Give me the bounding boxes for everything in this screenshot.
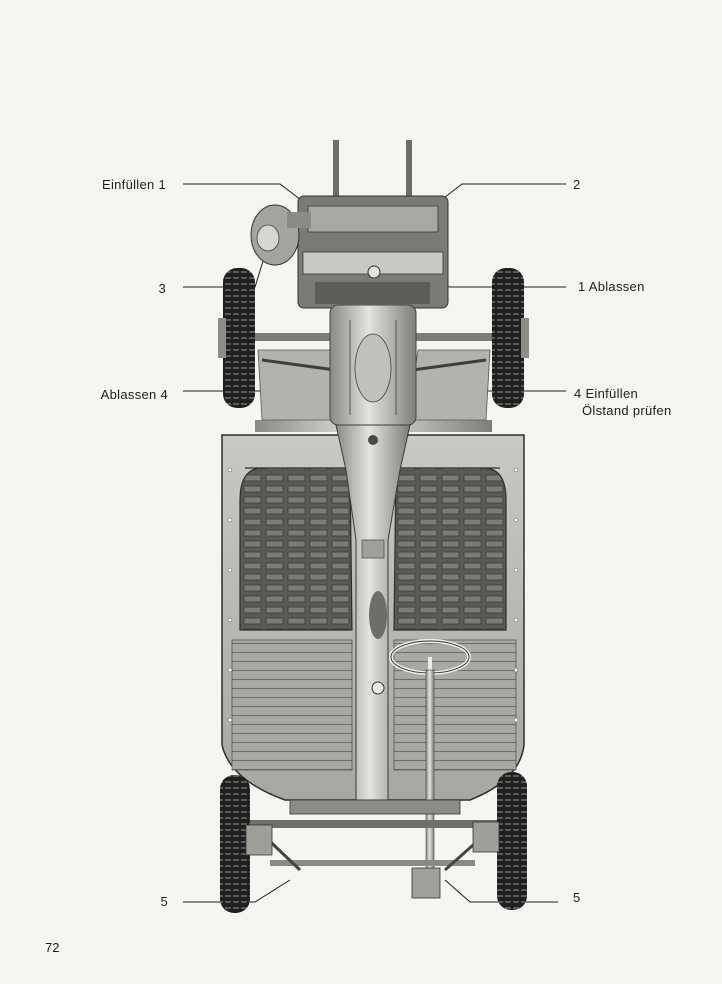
rear-left-wheel: [218, 268, 255, 408]
front-axle: [248, 799, 498, 899]
label-drain-4: Ablassen 4: [100, 387, 168, 402]
front-left-wheel: [220, 775, 273, 913]
page-number: 72: [45, 940, 60, 955]
transmission: [329, 304, 417, 426]
engine: [250, 195, 449, 309]
front-right-wheel: [472, 772, 527, 910]
floor-pan: [221, 424, 525, 801]
label-fill-1: Einfüllen 1: [101, 177, 166, 192]
label-2: 2: [573, 177, 581, 192]
label-fill-4-line2: Ölstand prüfen: [582, 403, 672, 418]
engine-studs: [333, 140, 412, 198]
label-5-left: 5: [160, 894, 168, 909]
rear-right-wheel: [492, 268, 529, 408]
label-3: 3: [158, 281, 166, 296]
label-drain-1: 1 Ablassen: [578, 279, 645, 294]
label-5-right: 5: [573, 890, 581, 905]
label-fill-4-line1: 4 Einfüllen: [574, 386, 639, 401]
leader-5-right: [444, 879, 558, 903]
leader-5-left: [183, 879, 291, 903]
